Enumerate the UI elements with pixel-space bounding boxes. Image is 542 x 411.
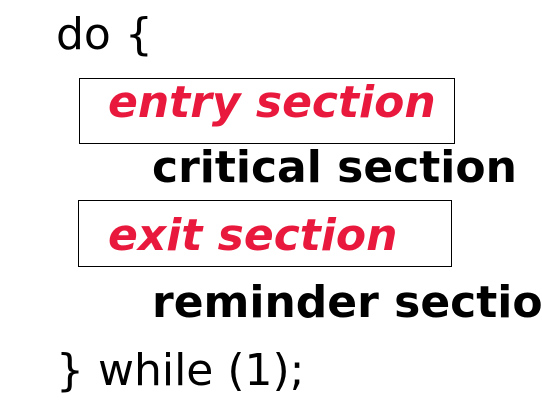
entry-section-label: entry section xyxy=(108,77,436,128)
do-open-line: do { xyxy=(56,9,153,60)
entry-section-box xyxy=(79,78,455,144)
while-close-line: } while (1); xyxy=(56,345,305,396)
remainder-section-label: reminder section xyxy=(152,277,542,328)
exit-section-box xyxy=(78,200,452,267)
exit-section-label: exit section xyxy=(108,210,398,261)
critical-section-label: critical section xyxy=(152,142,517,193)
